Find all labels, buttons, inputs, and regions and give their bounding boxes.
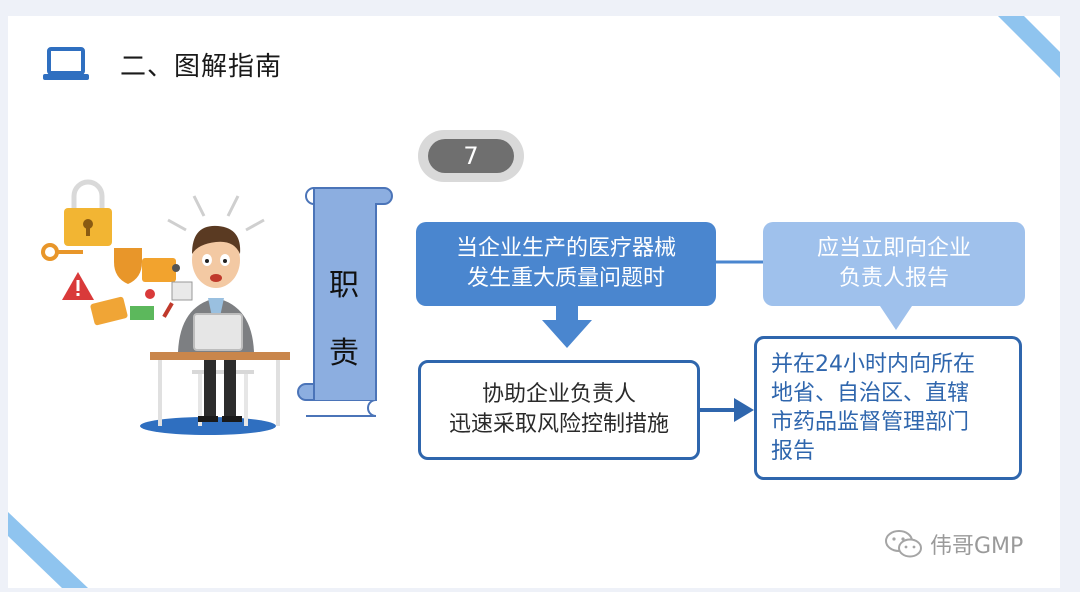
warning-icon xyxy=(62,272,94,300)
stressed-worker-illustration xyxy=(41,179,290,435)
assist-line-2: 迅速采取风险控制措施 xyxy=(448,412,669,437)
scroll-banner xyxy=(297,187,393,417)
page-title: 二、图解指南 xyxy=(120,51,283,82)
watermark-text: 伟哥GMP xyxy=(930,534,1024,559)
watermark: 伟哥GMP xyxy=(884,528,1023,560)
folder-icon xyxy=(142,258,176,282)
laptop-screen xyxy=(193,313,243,351)
step-number: 7 xyxy=(428,139,514,173)
title-row: 二、图解指南 xyxy=(42,44,282,84)
report-authority-line-4: 报告 xyxy=(771,439,816,464)
report-authority-line-2: 地省、自治区、直辖 xyxy=(771,381,970,406)
assist-line-1: 协助企业负责人 xyxy=(481,382,636,407)
wechat-icon xyxy=(885,530,922,558)
cash-icon xyxy=(130,306,154,320)
down-arrow xyxy=(542,306,592,348)
laptop-icon xyxy=(43,47,89,80)
scroll-label-1: 职 xyxy=(329,268,359,303)
assist-box: 协助企业负责人 迅速采取风险控制措施 xyxy=(418,360,700,460)
report-authority-line-1: 并在24小时内向所在 xyxy=(771,352,975,377)
key-icon xyxy=(41,243,83,261)
report-responsible-box: 应当立即向企业 负责人报告 xyxy=(763,222,1025,306)
condition-box: 当企业生产的医疗器械 发生重大质量问题时 xyxy=(416,222,716,306)
report-authority-line-3: 市药品监督管理部门 xyxy=(771,410,970,435)
document-icon xyxy=(171,281,193,301)
flow-connectors xyxy=(542,260,912,422)
credit-card-icon xyxy=(90,296,128,326)
condition-line-2: 发生重大质量问题时 xyxy=(466,266,665,291)
light-box-pointer xyxy=(880,306,912,330)
condition-line-1: 当企业生产的医疗器械 xyxy=(455,236,676,261)
padlock-icon xyxy=(64,179,112,246)
scroll-label-2: 责 xyxy=(329,336,359,371)
corner-stripe-top-right xyxy=(998,16,1060,78)
slide: 二、图解指南 7 xyxy=(8,16,1060,588)
report-responsible-line-2: 负责人报告 xyxy=(838,266,949,291)
corner-stripe-bottom-left xyxy=(8,512,88,588)
right-arrow xyxy=(734,398,754,422)
report-authority-box: 并在24小时内向所在 地省、自治区、直辖 市药品监督管理部门 报告 xyxy=(754,336,1022,480)
report-responsible-line-1: 应当立即向企业 xyxy=(816,236,971,261)
step-badge: 7 xyxy=(418,130,524,182)
shield-icon xyxy=(114,248,142,284)
